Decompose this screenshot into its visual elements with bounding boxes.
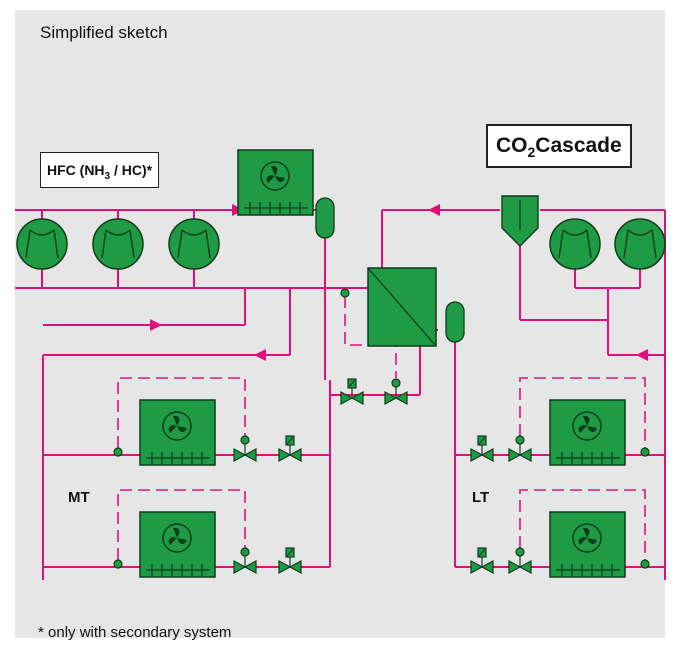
co2-label-sub: 2 xyxy=(527,144,536,161)
footnote: * only with secondary system xyxy=(38,624,232,641)
receiver-icon xyxy=(315,197,335,239)
receiver-icon xyxy=(445,301,465,343)
expansion-valve-icon xyxy=(233,547,257,574)
solenoid-valve-icon xyxy=(340,378,364,405)
co2-label-prefix: CO xyxy=(496,134,528,157)
sensor-icon xyxy=(113,447,123,457)
sketch-note: Simplified sketch xyxy=(40,23,168,42)
evaporator-fan-icon xyxy=(549,511,626,578)
co2-compressors xyxy=(549,218,666,270)
co2-label-rest: Cascade xyxy=(535,134,622,157)
compressor-icon xyxy=(614,218,666,270)
hfc-compressors xyxy=(16,218,220,270)
expansion-valve-icon xyxy=(508,435,532,462)
compressor-icon xyxy=(168,218,220,270)
mt-label: MT xyxy=(68,489,90,506)
compressor-icon xyxy=(549,218,601,270)
evaporator-fan-icon xyxy=(139,511,216,578)
evaporator-fan-icon xyxy=(139,399,216,466)
condenser-fan-icon xyxy=(237,149,314,216)
lt-label: LT xyxy=(472,489,490,506)
co2-cascade-label: CO2Cascade xyxy=(486,124,632,168)
compressor-icon xyxy=(92,218,144,270)
compressor-icon xyxy=(16,218,68,270)
expansion-valve-icon xyxy=(508,547,532,574)
hfc-label: HFC (NH3 / HC)* xyxy=(40,152,160,188)
sensor-icon xyxy=(113,559,123,569)
solenoid-valve-icon xyxy=(278,435,302,462)
sensor-icon xyxy=(640,447,650,457)
hfc-label-text: HFC (NH xyxy=(47,162,105,178)
heat-exchanger-icon xyxy=(367,267,437,347)
solenoid-valve-icon xyxy=(470,435,494,462)
separator-icon xyxy=(501,195,539,247)
sensor-icon xyxy=(640,559,650,569)
expansion-valve-icon xyxy=(384,378,408,405)
evaporator-fan-icon xyxy=(549,399,626,466)
expansion-valve-icon xyxy=(233,435,257,462)
hfc-label-rest: / HC)* xyxy=(110,162,153,178)
solenoid-valve-icon xyxy=(470,547,494,574)
sensor-icon xyxy=(340,288,350,298)
solenoid-valve-icon xyxy=(278,547,302,574)
hfc-label-sub: 3 xyxy=(104,170,111,182)
